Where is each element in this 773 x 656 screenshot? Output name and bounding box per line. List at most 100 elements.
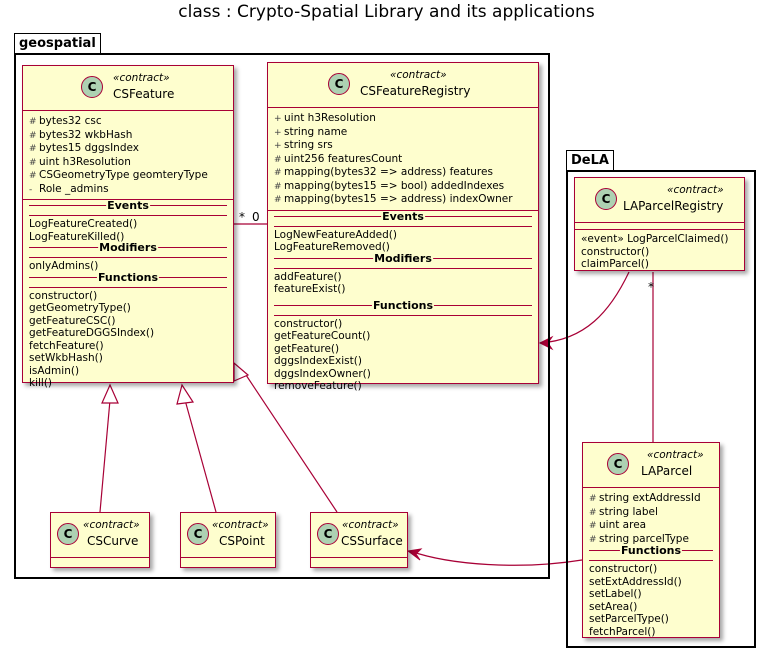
class-header: C «contract» LAParcelRegistry (575, 178, 744, 222)
method-list: «event» LogParcelClaimed() constructor()… (575, 230, 744, 274)
method: claimParcel() (581, 258, 649, 270)
method: getFeatureCount() (274, 330, 371, 342)
method-list: Events LogFeatureCreated() LogFeatureKil… (23, 200, 233, 393)
method: «event» LogParcelClaimed() (581, 233, 729, 245)
attribute-list: #bytes32 csc #bytes32 wkbHash #bytes15 d… (23, 111, 233, 200)
attribute: #bytes32 csc (29, 115, 102, 127)
method: onlyAdmins() (29, 260, 99, 272)
section-separator-events: Events (29, 200, 227, 216)
class-cssurface[interactable]: C «contract» CSSurface (310, 512, 408, 568)
attribute: #uint area (589, 519, 647, 531)
multiplicity-registry: 0 (252, 210, 260, 224)
method: isAdmin() (29, 364, 80, 377)
attribute: #uint h3Resolution (29, 155, 131, 168)
class-name: CSFeatureRegistry (360, 84, 471, 98)
inheritance-cssurface (245, 374, 338, 513)
association-laparcelregistry-registry (539, 271, 630, 344)
attribute: #mapping(bytes15 => address) indexOwner (274, 193, 513, 205)
class-cscurve[interactable]: C «contract» CSCurve (50, 512, 150, 568)
method: setExtAddressId() (589, 575, 682, 588)
empty-attribute-section (575, 222, 744, 230)
attribute: #uint256 featuresCount (274, 152, 403, 165)
class-stereotype: «contract» (647, 449, 704, 461)
method: constructor() (29, 289, 98, 302)
method: addFeature() (274, 270, 342, 283)
method-list: Events LogNewFeatureAdded() LogFeatureRe… (268, 210, 538, 396)
class-stereotype: «contract» (342, 519, 399, 531)
class-name: CSSurface (341, 534, 403, 548)
diagram-title: class : Crypto-Spatial Library and its a… (178, 2, 595, 22)
class-header: C «contract» CSPoint (181, 513, 275, 558)
attribute: +string srs (274, 139, 333, 151)
method: getFeatureDGGSIndex() (29, 327, 155, 339)
inheritance-cscurve (99, 399, 111, 513)
class-name: CSPoint (219, 534, 265, 548)
package-tab-dela: DeLA (566, 150, 614, 170)
class-laparcel[interactable]: C «contract» LAParcel #string extAddress… (582, 442, 720, 638)
class-c-icon: C (595, 188, 617, 210)
inheritance-arrow-cscurve (101, 383, 119, 404)
attribute-list: #string extAddressId #string label #uint… (583, 488, 719, 549)
class-header: C «contract» CSFeature (23, 66, 233, 111)
class-name: LAParcelRegistry (623, 199, 724, 213)
attribute: -Role _admins (29, 182, 109, 195)
inheritance-arrow-cssurface (233, 361, 250, 382)
section-separator-functions: Functions (29, 271, 227, 288)
section-separator-functions: Functions (274, 299, 532, 316)
association-laparcel-cssurface (409, 550, 583, 566)
attribute: #string parcelType (589, 532, 689, 545)
package-geospatial (14, 53, 550, 579)
method: removeFeature() (274, 380, 362, 392)
attribute: #mapping(bytes32 => address) features (274, 166, 493, 178)
method: constructor() (581, 245, 650, 258)
method: constructor() (274, 317, 343, 330)
class-name: LAParcel (641, 464, 693, 478)
method: fetchParcel() (589, 625, 656, 638)
class-header: C «contract» CSFeatureRegistry (268, 63, 538, 108)
method: dggsIndexExist() (274, 355, 362, 367)
class-header: C «contract» LAParcel (583, 443, 719, 488)
class-name: CSFeature (113, 87, 175, 101)
class-stereotype: «contract» (212, 519, 269, 531)
method: getFeature() (274, 342, 340, 355)
attribute: #string extAddressId (589, 492, 701, 504)
class-header: C «contract» CSCurve (51, 513, 149, 558)
class-csfeatureregistry[interactable]: C «contract» CSFeatureRegistry +uint h3R… (267, 62, 539, 392)
attribute: +string name (274, 125, 348, 138)
attribute-list: +uint h3Resolution +string name +string … (268, 108, 538, 211)
method: setLabel() (589, 588, 642, 600)
package-dela (566, 170, 756, 648)
attribute: #bytes32 wkbHash (29, 128, 133, 141)
class-cspoint[interactable]: C «contract» CSPoint (180, 512, 276, 568)
class-c-icon: C (57, 523, 79, 545)
class-header: C «contract» CSSurface (311, 513, 407, 558)
multiplicity-laparcelregistry: * (648, 280, 654, 294)
method: LogFeatureCreated() (29, 218, 138, 230)
method: LogNewFeatureAdded() (274, 228, 397, 241)
class-c-icon: C (187, 523, 209, 545)
class-laparcelregistry[interactable]: C «contract» LAParcelRegistry «event» Lo… (574, 177, 745, 271)
class-stereotype: «contract» (83, 519, 140, 531)
section-separator-events: Events (274, 210, 532, 227)
method: dggsIndexOwner() (274, 367, 371, 380)
section-separator-functions: Functions (589, 545, 713, 561)
package-tab-geospatial: geospatial (14, 33, 101, 53)
method: setWkbHash() (29, 352, 103, 364)
class-name: CSCurve (87, 534, 139, 548)
method: setArea() (589, 600, 638, 613)
method: LogFeatureRemoved() (274, 241, 390, 253)
attribute: #bytes15 dggsIndex (29, 142, 139, 154)
inheritance-arrow-cspoint (176, 383, 195, 405)
class-c-icon: C (317, 523, 339, 545)
method: getFeatureCSC() (29, 314, 116, 327)
method: getGeometryType() (29, 302, 131, 314)
class-c-icon: C (328, 73, 350, 95)
section-separator-modifiers: Modifiers (29, 242, 227, 258)
class-stereotype: «contract» (667, 184, 724, 196)
method-list: Functions constructor() setExtAddressId(… (583, 545, 719, 641)
class-stereotype: «contract» (390, 69, 447, 81)
multiplicity-feature: * (239, 210, 245, 224)
method: LogFeatureKilled() (29, 230, 125, 243)
class-csfeature[interactable]: C «contract» CSFeature #bytes32 csc #byt… (22, 65, 234, 389)
